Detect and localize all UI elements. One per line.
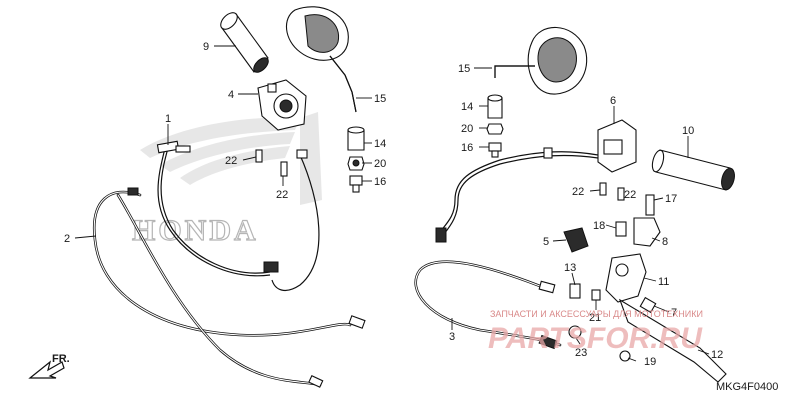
callout-1: 1	[165, 113, 171, 125]
callout-19: 19	[644, 356, 656, 368]
left-switch-cable	[156, 140, 320, 292]
callout-labels: 9 4 15 1 14 20 16 22 22 2 15 14 20 16 6 …	[64, 41, 723, 368]
callout-15-right: 15	[458, 63, 470, 75]
callout-15: 15	[374, 93, 386, 105]
callout-16: 16	[374, 176, 386, 188]
right-grip	[651, 149, 735, 191]
watermark-brand: PARTSFOR.RU	[488, 322, 703, 355]
callout-23: 23	[575, 347, 587, 359]
callout-22-right-b: 22	[624, 189, 636, 201]
callout-3: 3	[449, 331, 455, 343]
lever-assembly	[563, 194, 727, 383]
callout-22-right-a: 22	[572, 186, 584, 198]
callout-8: 8	[662, 236, 668, 248]
callout-12: 12	[711, 349, 723, 361]
right-mirror	[494, 26, 588, 95]
callout-17: 17	[665, 193, 677, 205]
left-mount-parts	[347, 126, 365, 193]
right-cable-3	[414, 260, 562, 350]
diagram-code: MKG4F0400	[716, 381, 778, 393]
callout-14-right: 14	[461, 101, 473, 113]
callout-9: 9	[203, 41, 209, 53]
callout-13: 13	[564, 262, 576, 274]
callout-10: 10	[682, 125, 694, 137]
callout-14: 14	[374, 138, 386, 150]
callout-18: 18	[593, 220, 605, 232]
watermark-tagline: ЗАПЧАСТИ И АКСЕССУАРЫ ДЛЯ МОТОТЕХНИКИ	[490, 309, 703, 319]
callout-2: 2	[64, 233, 70, 245]
left-switch-housing	[257, 79, 307, 131]
callout-4: 4	[228, 89, 234, 101]
callout-7: 7	[671, 307, 677, 319]
honda-logo-text: HONDA	[132, 214, 259, 247]
front-direction-label: FR.	[52, 353, 70, 365]
left-mirror	[286, 6, 357, 113]
right-mount-parts	[486, 94, 504, 158]
leader-lines	[74, 45, 710, 362]
callout-20: 20	[374, 158, 386, 170]
honda-wing-watermark: HONDA	[131, 112, 322, 248]
left-grip	[220, 12, 269, 73]
right-switch-housing	[435, 119, 637, 243]
callout-21: 21	[589, 312, 601, 324]
callout-16-right: 16	[461, 142, 473, 154]
callout-22-lower: 22	[276, 189, 288, 201]
callout-6: 6	[610, 95, 616, 107]
callout-20-right: 20	[461, 123, 473, 135]
callout-5: 5	[543, 236, 549, 248]
left-cable-2	[92, 187, 366, 388]
callout-11: 11	[658, 276, 669, 288]
callout-22-upper: 22	[225, 155, 237, 167]
site-watermark: ЗАПЧАСТИ И АКСЕССУАРЫ ДЛЯ МОТОТЕХНИКИ PA…	[488, 309, 703, 355]
front-direction-arrow: FR.	[28, 353, 70, 379]
